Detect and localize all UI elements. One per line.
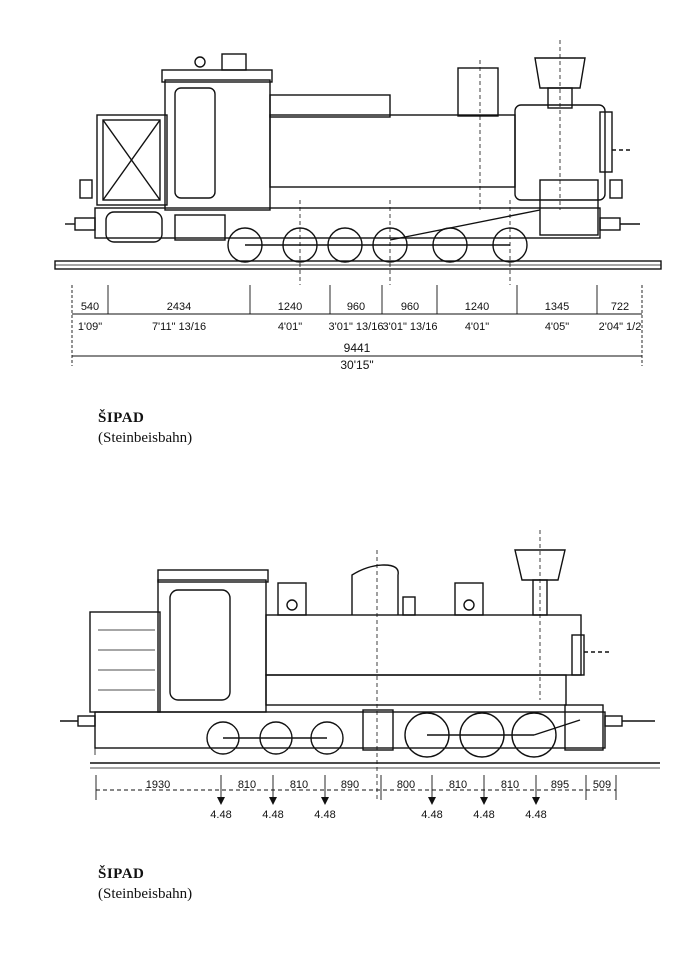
dim2-mm-5: 800 bbox=[397, 779, 415, 791]
dim-mm-7: 1345 bbox=[545, 301, 569, 313]
locomotive-drawing-1 bbox=[54, 40, 662, 285]
dim2-mm-3: 810 bbox=[290, 779, 308, 791]
dim-ft-2: 7'11" 13/16 bbox=[152, 321, 206, 333]
dimension-labels-mm-1: 540 2434 1240 960 960 1240 1345 722 bbox=[81, 301, 629, 313]
dim-mm-8: 722 bbox=[611, 301, 629, 313]
axle-load-labels-2: 4.48 4.48 4.48 4.48 4.48 4.48 bbox=[210, 809, 546, 821]
axle-arrows-2 bbox=[217, 797, 540, 805]
dim-ft-6: 4'01" bbox=[465, 321, 489, 333]
dim-ft-8: 2'04" 1/2 bbox=[599, 321, 642, 333]
dim-ft-4: 3'01" 13/16 bbox=[329, 321, 384, 333]
dim-ft-1: 1'09" bbox=[78, 321, 102, 333]
axle-load-2: 4.48 bbox=[262, 809, 283, 821]
axle-load-5: 4.48 bbox=[473, 809, 494, 821]
dim-mm-1: 540 bbox=[81, 301, 99, 313]
dim2-mm-1: 1930 bbox=[146, 779, 170, 791]
axle-load-1: 4.48 bbox=[210, 809, 231, 821]
dim2-mm-4: 890 bbox=[341, 779, 359, 791]
dim2-mm-2: 810 bbox=[238, 779, 256, 791]
total-length-ft: 30'15" bbox=[340, 358, 373, 372]
dimension-labels-ft-1: 1'09" 7'11" 13/16 4'01" 3'01" 13/16 3'01… bbox=[78, 321, 642, 333]
caption-2: ŠIPAD (Steinbeisbahn) bbox=[98, 866, 192, 903]
caption-1-subtitle: (Steinbeisbahn) bbox=[98, 430, 193, 446]
dim-ft-3: 4'01" bbox=[278, 321, 302, 333]
axle-load-6: 4.48 bbox=[525, 809, 546, 821]
dim2-mm-9: 509 bbox=[593, 779, 611, 791]
dim2-mm-6: 810 bbox=[449, 779, 467, 791]
dim-mm-3: 1240 bbox=[278, 301, 302, 313]
dim2-mm-7: 810 bbox=[501, 779, 519, 791]
dim2-mm-8: 895 bbox=[551, 779, 569, 791]
axle-load-3: 4.48 bbox=[314, 809, 335, 821]
axle-load-4: 4.48 bbox=[421, 809, 442, 821]
dim-mm-2: 2434 bbox=[167, 301, 191, 313]
dim-mm-6: 1240 bbox=[465, 301, 489, 313]
dimension-labels-mm-2: 1930 810 810 890 800 810 810 895 509 bbox=[146, 779, 611, 791]
dim-ft-5: 3'01" 13/16 bbox=[383, 321, 438, 333]
total-length-mm: 9441 bbox=[344, 341, 371, 355]
dim-ft-7: 4'05" bbox=[545, 321, 569, 333]
caption-1: ŠIPAD (Steinbeisbahn) bbox=[98, 410, 192, 447]
dim-mm-5: 960 bbox=[401, 301, 419, 313]
caption-2-title: ŠIPAD bbox=[98, 866, 145, 882]
caption-1-title: ŠIPAD bbox=[98, 410, 145, 426]
dim-mm-4: 960 bbox=[347, 301, 365, 313]
dimension-lines-1 bbox=[71, 285, 643, 366]
locomotive-drawing-2 bbox=[60, 530, 660, 800]
dimension-lines-2 bbox=[95, 775, 617, 800]
caption-2-subtitle: (Steinbeisbahn) bbox=[98, 886, 193, 902]
